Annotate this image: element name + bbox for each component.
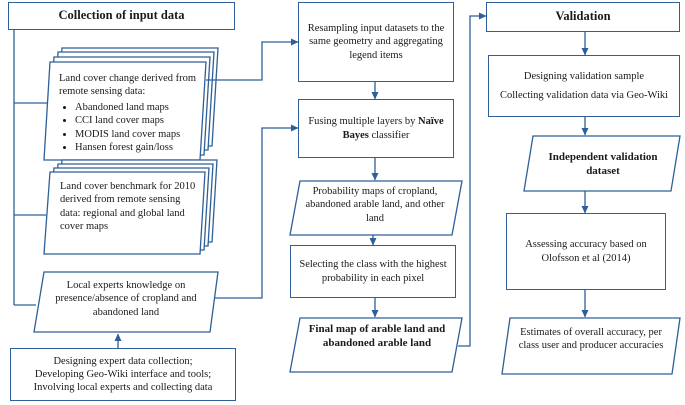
select-label: Selecting the class with the highest pro… xyxy=(299,259,447,284)
estimates-text: Estimates of overall accuracy, per class… xyxy=(512,326,670,353)
dataset-text: Independent validation dataset xyxy=(540,150,666,178)
design-expert-box: Designing expert data collection; Develo… xyxy=(10,348,236,401)
validation-design-line-1: Designing validation sample xyxy=(523,71,645,83)
change-item-abandoned: Abandoned land maps xyxy=(75,101,201,114)
change-text: Land cover change derived from remote se… xyxy=(59,72,201,155)
dataset-shape xyxy=(523,135,681,192)
validation-design-box: Designing validation sample Collecting v… xyxy=(488,55,680,117)
assess-box: Assessing accuracy based on Olofsson et … xyxy=(506,213,666,290)
select-box: Selecting the class with the highest pro… xyxy=(290,245,456,298)
collection-header: Collection of input data xyxy=(8,2,235,30)
change-list: Abandoned land maps CCI land cover maps … xyxy=(59,101,201,155)
final-text: Final map of arable land and abandoned a… xyxy=(302,322,452,350)
fuse-box: Fusing multiple layers by Naïve Bayes cl… xyxy=(298,99,454,158)
arrow-change-to-resample xyxy=(206,38,299,81)
fuse-method: Naïve Bayes xyxy=(342,116,444,141)
benchmark-stack-front xyxy=(43,171,206,255)
experts-shape xyxy=(33,271,219,333)
design-line-3: Involving local experts and collecting d… xyxy=(33,382,213,394)
dataset-label: Independent validation dataset xyxy=(548,151,658,178)
estimates-label: Estimates of overall accuracy, per class… xyxy=(518,327,664,352)
design-line-1: Designing expert data collection; xyxy=(53,355,193,367)
validation-design-line-2: Collecting validation data via Geo-Wiki xyxy=(499,89,669,101)
validation-header-text: Validation xyxy=(555,9,611,24)
change-item-modis: MODIS land cover maps xyxy=(75,128,201,141)
resample-box: Resampling input datasets to the same ge… xyxy=(298,2,454,82)
resample-label: Resampling input datasets to the same ge… xyxy=(307,23,445,61)
arrow-final-to-validation xyxy=(458,12,487,347)
change-item-hansen: Hansen forest gain/loss xyxy=(75,141,201,154)
change-intro: Land cover change derived from remote se… xyxy=(59,73,197,98)
experts-label: Local experts knowledge on presence/abse… xyxy=(55,280,197,318)
fuse-label: Fusing multiple layers by Naïve Bayes cl… xyxy=(305,115,447,141)
change-item-cci: CCI land cover maps xyxy=(75,114,201,127)
arrow-experts-to-fuse xyxy=(215,124,299,299)
experts-text: Local experts knowledge on presence/abse… xyxy=(46,279,206,319)
fuse-suffix: classifier xyxy=(368,129,410,141)
collection-header-text: Collection of input data xyxy=(58,8,185,23)
benchmark-label: Land cover benchmark for 2010 derived fr… xyxy=(60,181,196,233)
estimates-shape xyxy=(501,317,681,375)
final-label: Final map of arable land and abandoned a… xyxy=(308,323,446,350)
final-shape xyxy=(289,317,463,373)
validation-header: Validation xyxy=(486,2,680,32)
fuse-prefix: Fusing multiple layers by xyxy=(308,116,418,128)
probability-shape xyxy=(289,180,463,236)
probability-label: Probability maps of cropland, abandoned … xyxy=(305,186,445,224)
probability-text: Probability maps of cropland, abandoned … xyxy=(304,185,446,225)
assess-label: Assessing accuracy based on Olofsson et … xyxy=(525,239,647,264)
benchmark-text: Land cover benchmark for 2010 derived fr… xyxy=(60,180,196,234)
design-line-2: Developing Geo-Wiki interface and tools; xyxy=(34,368,212,380)
